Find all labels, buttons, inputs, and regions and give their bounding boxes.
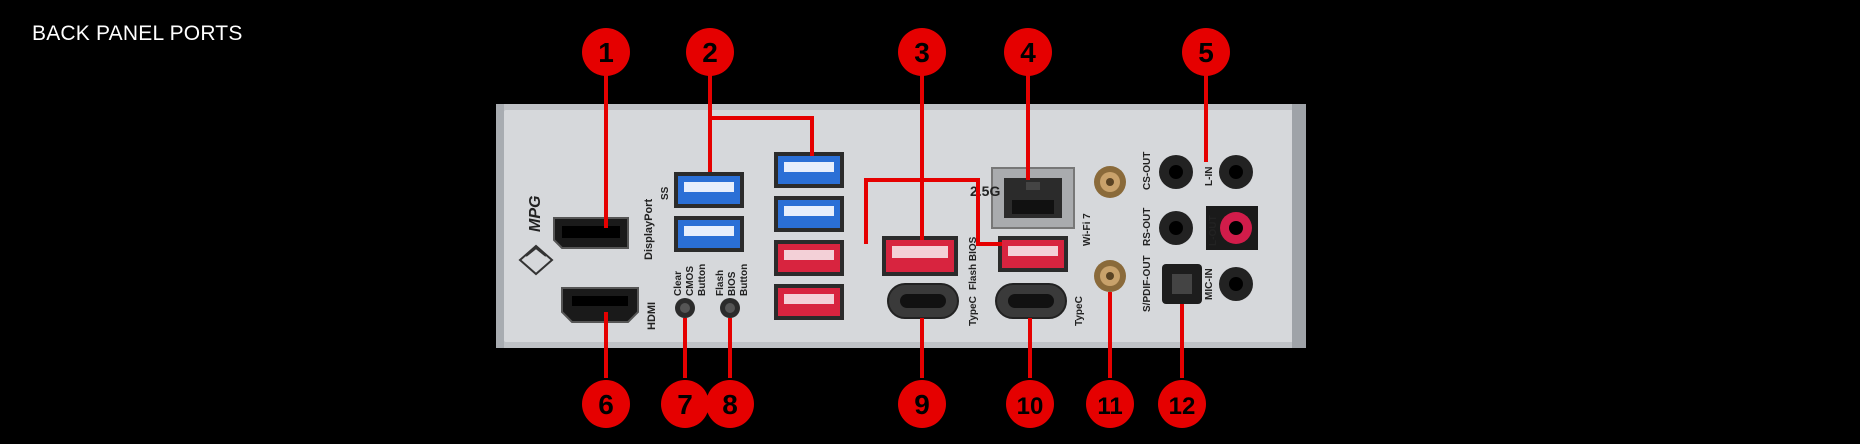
- callout-6: 6: [582, 380, 630, 428]
- mic-in-label: MIC-IN: [1204, 268, 1215, 300]
- usb-right-stack: [774, 152, 844, 320]
- page-title: BACK PANEL PORTS: [32, 22, 243, 45]
- callout-lines: [604, 74, 1208, 378]
- clear-cmos-line1: Clear: [673, 271, 684, 296]
- audio-jack-line-in[interactable]: [1219, 155, 1253, 189]
- typec-port-1[interactable]: [887, 283, 959, 319]
- callout-4-number: 4: [1020, 37, 1036, 68]
- lan-port[interactable]: [991, 167, 1075, 229]
- lan-speed-label: 2.5G: [970, 183, 1000, 199]
- callout-11-number: 11: [1097, 393, 1122, 420]
- flash-bios-line2: BIOS: [727, 271, 738, 296]
- audio-jack-rs-out[interactable]: [1159, 211, 1193, 245]
- callout-12-number: 12: [1169, 393, 1196, 420]
- typec-label-1: TypeC: [968, 296, 979, 326]
- callout-3: 3: [898, 28, 946, 76]
- usb-blue-left-stack: [674, 172, 744, 252]
- callout-4: 4: [1004, 28, 1052, 76]
- wifi-antenna-connector-2[interactable]: [1094, 260, 1126, 292]
- hdmi-label: HDMI: [646, 302, 658, 330]
- clear-cmos-line3: Button: [697, 264, 708, 296]
- spdif-port[interactable]: [1162, 264, 1202, 304]
- callout-2-number: 2: [702, 37, 718, 68]
- displayport-label: DisplayPort: [643, 199, 655, 260]
- line-in-label: L-IN: [1204, 167, 1215, 186]
- callout-12: 12: [1158, 380, 1206, 428]
- callout-10: 10: [1006, 380, 1054, 428]
- callout-7-number: 7: [677, 389, 693, 420]
- brand-label: MPG: [527, 196, 544, 232]
- callout-9: 9: [898, 380, 946, 428]
- callout-1-number: 1: [598, 37, 614, 68]
- mpg-logo: MPG: [518, 196, 554, 276]
- audio-jack-line-out[interactable]: [1206, 206, 1258, 250]
- callout-5: 5: [1182, 28, 1230, 76]
- flash-bios-small-label: Flash BIOS: [968, 236, 979, 290]
- callout-8: 8: [706, 380, 754, 428]
- callout-2: 2: [686, 28, 734, 76]
- clear-cmos-line2: CMOS: [685, 266, 696, 296]
- callout-9-number: 9: [914, 389, 930, 420]
- flash-bios-line3: Button: [739, 264, 750, 296]
- usb-red-right-port[interactable]: [998, 236, 1068, 272]
- audio-jack-cs-out[interactable]: [1159, 155, 1193, 189]
- wifi-antenna-connector-1[interactable]: [1094, 166, 1126, 198]
- displayport-port[interactable]: [553, 217, 629, 249]
- typec-label-2: TypeC: [1074, 296, 1085, 326]
- clear-cmos-button[interactable]: [675, 298, 695, 318]
- rs-out-label: RS-OUT: [1142, 208, 1153, 246]
- callout-5-number: 5: [1198, 37, 1214, 68]
- cs-out-label: CS-OUT: [1142, 152, 1153, 190]
- flash-bios-button[interactable]: [720, 298, 740, 318]
- callout-10-number: 10: [1017, 393, 1044, 420]
- line-out-label: L-OUT: [1208, 215, 1219, 246]
- spdif-label: S/PDIF-OUT: [1142, 255, 1153, 312]
- callout-1: 1: [582, 28, 630, 76]
- callout-11: 11: [1086, 380, 1134, 428]
- usb-red-flash-port[interactable]: [882, 236, 958, 276]
- hdmi-port[interactable]: [561, 287, 639, 323]
- audio-jack-mic-in[interactable]: [1219, 267, 1253, 301]
- button-labels: Clear CMOS Button Flash BIOS Button: [673, 264, 750, 296]
- typec-port-2[interactable]: [995, 283, 1067, 319]
- ss-label-left: SS: [660, 186, 671, 200]
- wifi-label: Wi-Fi 7: [1082, 213, 1093, 246]
- callout-3-number: 3: [914, 37, 930, 68]
- flash-bios-line1: Flash: [715, 270, 726, 296]
- callout-6-number: 6: [598, 389, 614, 420]
- callout-7: 7: [661, 380, 709, 428]
- callout-8-number: 8: [722, 389, 738, 420]
